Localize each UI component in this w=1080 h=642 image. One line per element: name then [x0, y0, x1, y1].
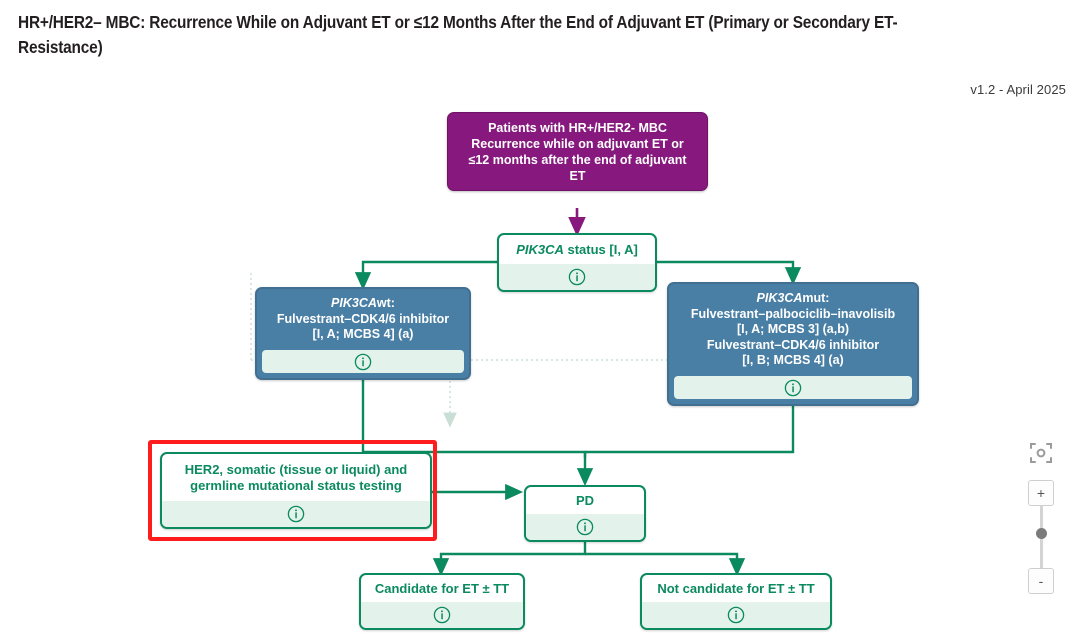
info-icon[interactable]	[576, 518, 594, 536]
node-pik3ca-mut-treatment[interactable]: PIK3CAmut: Fulvestrant–palbociclib–inavo…	[667, 282, 919, 406]
node-line-4: [I, B; MCBS 4] (a)	[742, 353, 844, 368]
gene-name: PIK3CA	[331, 296, 377, 311]
zoom-controls[interactable]: + -	[1024, 440, 1058, 594]
node-title: Not candidate for ET ± TT	[657, 580, 815, 596]
zoom-in-button[interactable]: +	[1028, 480, 1054, 506]
flowchart-canvas[interactable]: Patients with HR+/HER2- MBC Recurrence w…	[0, 95, 1080, 642]
zoom-slider-handle[interactable]	[1035, 528, 1047, 539]
node-line-1: Fulvestrant–palbociclib–inavolisib	[690, 306, 896, 321]
edge-pd-to-candidate	[432, 532, 587, 577]
info-icon[interactable]	[354, 353, 372, 371]
node-title: Patients with HR+/HER2- MBC Recurrence w…	[448, 113, 707, 190]
node-not-candidate-for-et-tt[interactable]: Not candidate for ET ± TT	[640, 573, 832, 630]
info-strip[interactable]	[262, 350, 464, 373]
node-title: PD	[575, 492, 595, 508]
node-line-3: Fulvestrant–CDK4/6 inhibitor	[706, 337, 880, 352]
node-title: Candidate for ET ± TT	[374, 580, 510, 596]
node-title: PIK3CA status [I, A]	[499, 235, 655, 264]
info-icon[interactable]	[784, 379, 802, 397]
node-line-2: [I, A; MCBS 4] (a)	[312, 327, 414, 342]
info-strip[interactable]	[499, 264, 655, 290]
zoom-out-button[interactable]: -	[1028, 568, 1054, 594]
info-icon[interactable]	[727, 606, 745, 624]
info-icon[interactable]	[568, 268, 586, 286]
node-line-4: ET	[569, 168, 586, 183]
node-pik3ca-status[interactable]: PIK3CA status [I, A]	[497, 233, 657, 292]
node-line-2: germline mutational status testing	[190, 477, 402, 493]
info-strip[interactable]	[526, 514, 644, 540]
node-line-2: [I, A; MCBS 3] (a,b)	[736, 322, 849, 337]
node-line-1: Patients with HR+/HER2- MBC	[488, 120, 667, 135]
gene-name: PIK3CA	[756, 290, 803, 305]
info-strip[interactable]	[361, 602, 523, 628]
node-title: HER2, somatic (tissue or liquid) and ger…	[162, 454, 430, 501]
node-pik3ca-wt-treatment[interactable]: PIK3CAwt: Fulvestrant–CDK4/6 inhibitor […	[255, 287, 471, 380]
edge-pik3ca-mut-to-pd	[585, 406, 795, 454]
node-title: PIK3CAmut: Fulvestrant–palbociclib–inavo…	[669, 284, 917, 376]
node-line-2: Recurrence while on adjuvant ET or	[471, 136, 684, 151]
info-strip[interactable]	[642, 602, 830, 628]
info-strip[interactable]	[674, 376, 912, 399]
node-title: PIK3CAwt: Fulvestrant–CDK4/6 inhibitor […	[257, 289, 469, 350]
gene-suffix: mut:	[802, 290, 830, 305]
node-line-1: Fulvestrant–CDK4/6 inhibitor	[276, 311, 450, 326]
node-her2-mutational-status-testing[interactable]: HER2, somatic (tissue or liquid) and ger…	[160, 452, 432, 529]
selection-highlight-box	[148, 440, 437, 541]
node-line-3: ≤12 months after the end of adjuvant	[468, 152, 687, 167]
info-icon[interactable]	[287, 505, 305, 523]
info-strip[interactable]	[162, 501, 430, 527]
node-progressive-disease[interactable]: PD	[524, 485, 646, 542]
page-title: HR+/HER2– MBC: Recurrence While on Adjuv…	[18, 12, 898, 58]
focus-frame-icon[interactable]	[1028, 440, 1054, 466]
node-candidate-for-et-tt[interactable]: Candidate for ET ± TT	[359, 573, 525, 630]
node-line-1: HER2, somatic (tissue or liquid) and	[184, 461, 408, 477]
info-icon[interactable]	[433, 606, 451, 624]
edge-pik3ca-status-to-mut	[657, 260, 802, 286]
gene-suffix: wt:	[376, 296, 395, 311]
edge-pik3ca-status-to-wt	[354, 260, 497, 291]
edge-pd-to-not-candidate	[585, 552, 746, 577]
node-patients-hr-her2-mbc[interactable]: Patients with HR+/HER2- MBC Recurrence w…	[447, 112, 708, 191]
node-title-text: status [I, A]	[563, 241, 638, 257]
gene-name: PIK3CA	[516, 241, 564, 257]
version-label: v1.2 - April 2025	[970, 82, 1066, 97]
zoom-slider[interactable]	[1035, 506, 1047, 568]
